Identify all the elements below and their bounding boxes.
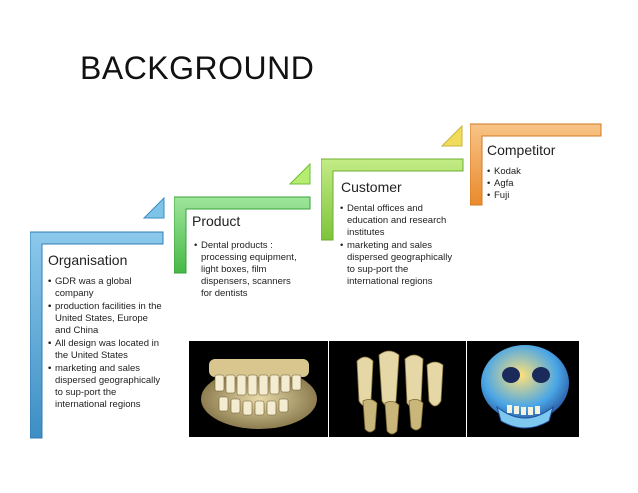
product-label: Product	[192, 213, 241, 229]
product-bracket	[174, 196, 311, 274]
bullet-glyph: •	[194, 240, 198, 251]
list-item: • marketing and sales dispersed geograph…	[340, 240, 453, 287]
organisation-label: Organisation	[48, 252, 128, 268]
skull-illustration	[481, 345, 569, 429]
competitor-bracket	[470, 123, 602, 206]
bullet-glyph: •	[487, 178, 491, 189]
product-arrow-triangle	[288, 162, 311, 185]
bullet-glyph: •	[48, 301, 52, 312]
bullet-glyph: •	[487, 166, 491, 177]
list-item: • Agfa	[487, 178, 514, 189]
customer-bracket	[321, 158, 464, 241]
customer-label: Customer	[341, 179, 402, 195]
dental-photo-teeth	[329, 341, 466, 437]
list-item: • Dental offices and education and resea…	[340, 203, 447, 238]
step-product: Product	[174, 195, 312, 275]
step-customer: Customer	[321, 157, 465, 242]
bullet-glyph: •	[48, 276, 52, 287]
step-organisation: Organisation • GDR was a global company …	[30, 230, 165, 440]
list-item: • Kodak	[487, 166, 521, 177]
dental-photo-skull	[467, 341, 579, 437]
bullet-glyph: •	[340, 240, 344, 251]
organisation-bracket	[30, 231, 164, 439]
competitor-label: Competitor	[487, 142, 556, 158]
page-title: BACKGROUND	[80, 50, 315, 86]
list-item: • GDR was a global company	[48, 276, 163, 300]
list-item: • All design was located in the United S…	[48, 338, 163, 362]
list-item: • Dental products : processing equipment…	[194, 240, 297, 299]
product-bullets: • Dental products : processing equipment…	[194, 240, 304, 300]
list-item: • production facilities in the United St…	[48, 301, 163, 337]
jaw-illustration	[201, 359, 317, 429]
customer-bullets: • Dental offices and education and resea…	[340, 203, 460, 288]
organisation-arrow-triangle	[142, 196, 165, 219]
step-competitor: Competitor	[470, 122, 603, 207]
bullet-glyph: •	[340, 203, 344, 214]
bullet-glyph: •	[48, 338, 52, 349]
competitor-bullets: • Kodak • Agfa • Fuji	[487, 166, 587, 202]
customer-arrow-triangle	[440, 124, 463, 147]
bullet-glyph: •	[48, 363, 52, 374]
teeth-illustration	[356, 350, 444, 435]
list-item: • Fuji	[487, 190, 510, 201]
organisation-bullets: • GDR was a global company • production …	[48, 276, 163, 412]
list-item: • marketing and sales dispersed geograph…	[48, 363, 163, 411]
dental-photo-jaw	[189, 341, 328, 437]
bullet-glyph: •	[487, 190, 491, 201]
